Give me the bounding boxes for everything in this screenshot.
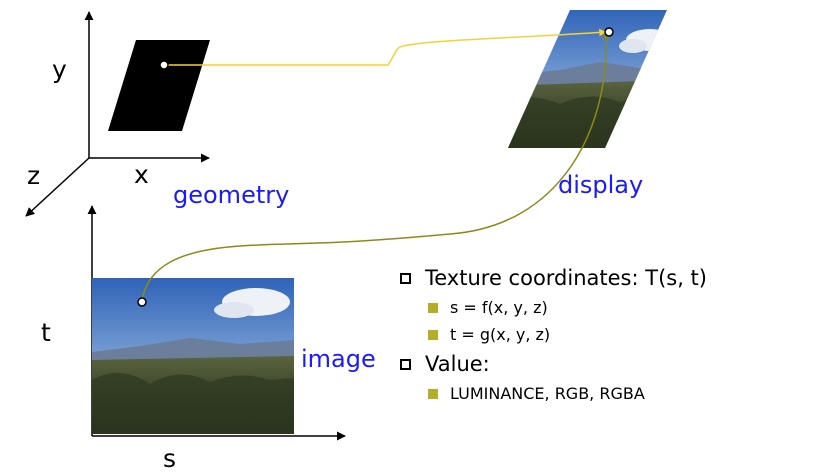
geometry-label: geometry <box>173 181 290 209</box>
sub-bullet-item: t = g(x, y, z) <box>400 321 707 348</box>
t-axis-label: t <box>41 318 51 347</box>
image-to-display-connector <box>141 31 611 301</box>
s-axis-label: s <box>163 444 177 473</box>
bullet-item: Value: <box>400 348 707 380</box>
sub-bullet-text: LUMINANCE, RGB, RGBA <box>450 384 645 403</box>
sub-bullet-item: LUMINANCE, RGB, RGBA <box>400 380 707 407</box>
bullet-text: Value: <box>425 352 490 376</box>
image-point <box>137 297 147 307</box>
display-label: display <box>558 171 644 199</box>
z-axis-label: z <box>27 161 41 190</box>
filled-square-bullet-icon <box>428 388 438 399</box>
display-point <box>604 27 614 37</box>
filled-square-bullet-icon <box>428 329 438 340</box>
sub-bullet-text: t = g(x, y, z) <box>450 325 551 344</box>
bullet-list: Texture coordinates: T(s, t) s = f(x, y,… <box>400 262 707 407</box>
geometry-to-display-connector <box>164 28 607 66</box>
texture-image <box>92 278 294 434</box>
xyz-axes <box>25 11 210 217</box>
x-axis-label: x <box>134 160 149 189</box>
sub-bullet-text: s = f(x, y, z) <box>450 298 548 317</box>
display-shape <box>508 10 667 148</box>
bullet-text: Texture coordinates: T(s, t) <box>425 266 707 290</box>
hollow-square-bullet-icon <box>400 272 411 284</box>
geometry-point <box>159 60 169 70</box>
geometry-shape <box>108 40 210 131</box>
filled-square-bullet-icon <box>428 302 438 313</box>
hollow-square-bullet-icon <box>400 358 411 370</box>
sub-bullet-item: s = f(x, y, z) <box>400 294 707 321</box>
image-label: image <box>301 345 376 373</box>
y-axis-label: y <box>52 55 67 84</box>
bullet-item: Texture coordinates: T(s, t) <box>400 262 707 294</box>
